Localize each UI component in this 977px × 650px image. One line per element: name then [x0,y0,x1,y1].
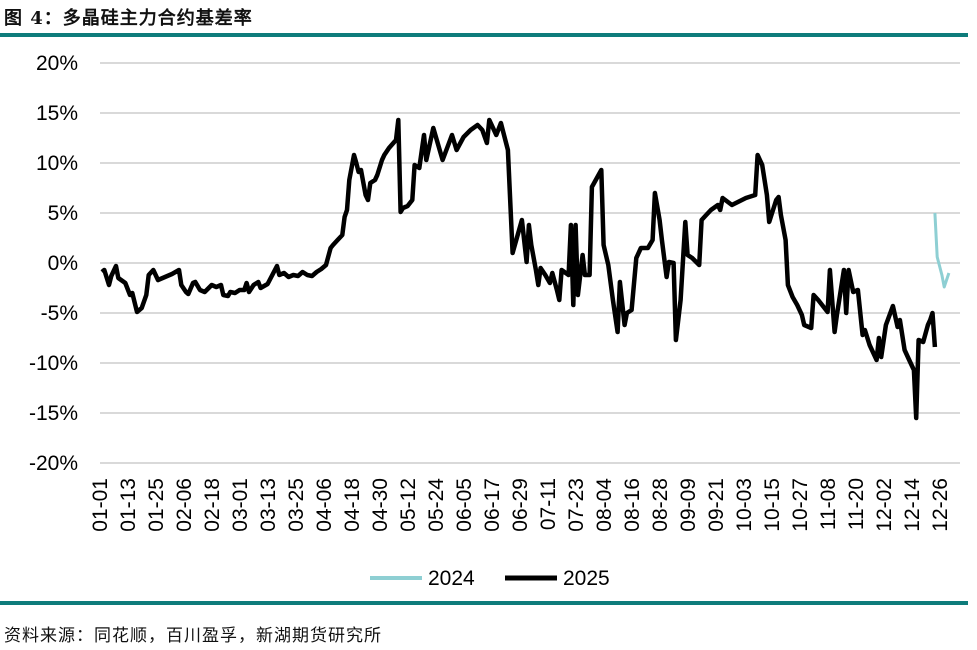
x-tick-label: 02-18 [201,478,224,532]
x-tick-label: 01-25 [145,478,168,532]
x-tick-label: 06-29 [509,478,532,532]
y-tick-label: -10% [29,352,78,375]
x-tick-label: 09-09 [677,478,700,532]
x-tick-label: 02-06 [173,478,196,532]
x-tick-label: 10-15 [761,478,784,532]
x-tick-label: 10-03 [733,478,756,532]
y-tick-label: 10% [36,152,78,175]
series-line-2025 [100,117,938,421]
figure-title: 图 4：多晶硅主力合约基差率 [4,8,253,29]
y-tick-label: -20% [29,452,78,475]
x-tick-label: 06-17 [481,478,504,532]
legend: 2024 2025 [370,567,610,590]
grid-lines [100,62,960,464]
y-tick-label: 15% [36,102,78,125]
x-tick-label: 03-01 [229,478,252,532]
x-tick-label: 11-20 [845,478,868,530]
x-tick-label: 09-21 [705,478,728,532]
x-tick-label: 01-01 [89,478,112,532]
x-tick-label: 07-11 [537,478,560,530]
x-tick-label: 04-06 [313,478,336,532]
x-tick-label: 07-23 [565,478,588,532]
x-tick-label: 03-25 [285,478,308,532]
series-lines [100,117,951,421]
x-tick-label: 10-27 [789,478,812,532]
y-tick-label: 0% [48,252,78,275]
x-tick-label: 06-05 [453,478,476,532]
x-tick-label: 05-24 [425,478,448,532]
x-tick-label: 08-04 [593,478,616,532]
x-tick-label: 05-12 [397,478,420,532]
x-tick-label: 01-13 [117,478,140,532]
x-tick-label: 12-14 [901,478,924,532]
legend-label-2024: 2024 [428,567,475,590]
x-tick-label: 08-28 [649,478,672,532]
x-tick-label: 04-18 [341,478,364,532]
x-tick-label: 03-13 [257,478,280,532]
y-axis-ticks: 20% 15% 10% 5% 0% -5% -10% -15% -20% [29,52,78,475]
title-rule [0,33,968,37]
source-rule [0,601,968,605]
x-tick-label: 12-02 [873,478,896,532]
x-tick-label: 11-08 [817,478,840,530]
x-tick-label: 12-26 [929,478,952,532]
series-line-2024 [933,212,951,289]
y-tick-label: 20% [36,52,78,75]
legend-label-2025: 2025 [563,567,610,590]
x-tick-label: 08-16 [621,478,644,532]
y-tick-label: -5% [41,302,78,325]
y-tick-label: 5% [48,202,78,225]
source-note: 资料来源：同花顺，百川盈孚，新湖期货研究所 [4,626,382,646]
y-tick-label: -15% [29,402,78,425]
x-tick-label: 04-30 [369,478,392,532]
